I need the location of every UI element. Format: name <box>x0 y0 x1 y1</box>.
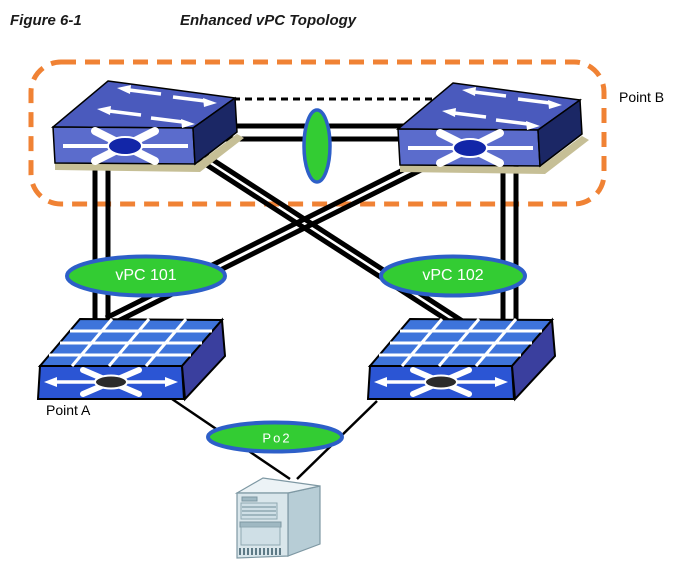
po2-oval-icon <box>206 420 344 454</box>
vpc102-member-links <box>194 146 519 345</box>
figure-title: Enhanced vPC Topology <box>180 12 357 29</box>
peer-link-oval-icon <box>302 108 332 184</box>
server-icon <box>234 477 321 559</box>
po2-label: Po2 <box>262 430 292 446</box>
point-a-label: Point A <box>46 402 91 418</box>
vpc101-label: vPC 101 <box>115 267 177 284</box>
switch-star-icon <box>63 127 188 165</box>
switch-star-icon <box>408 129 533 167</box>
fabric-grid-icon <box>379 318 542 367</box>
switch-star-icon <box>374 367 508 397</box>
switch-star-icon <box>44 367 178 397</box>
vpc101-oval-icon <box>65 254 227 298</box>
vpc102-label: vPC 102 <box>422 267 484 284</box>
server-front-details <box>239 496 282 555</box>
point-b-label: Point B <box>619 89 665 105</box>
vpc-domain-boundary <box>28 59 607 207</box>
vpc102-oval-icon <box>379 254 527 298</box>
traffic-arrows-icon <box>442 87 562 130</box>
fabric-grid-icon <box>49 318 212 367</box>
core-switch-right-icon <box>395 82 589 174</box>
fex-switch-left-icon <box>36 317 227 402</box>
server-vents <box>239 548 281 555</box>
figure-label: Figure 6-1 <box>10 12 82 29</box>
vpc101-member-links <box>92 144 451 332</box>
core-switch-left-icon <box>50 80 244 172</box>
traffic-arrows-icon <box>97 85 217 128</box>
fex-switch-right-icon <box>366 317 557 402</box>
